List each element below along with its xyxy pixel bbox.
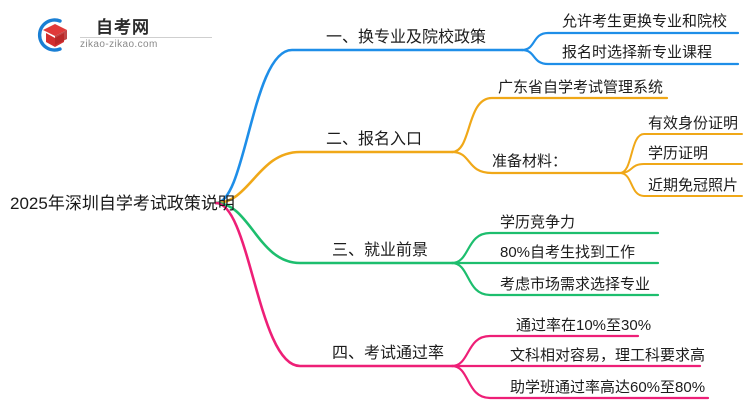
leaf-node-3-2[interactable]: 80%自考生找到工作 — [500, 244, 636, 261]
leaf-node-4-2[interactable]: 文科相对容易，理工科要求高 — [510, 347, 706, 364]
connector-branch-4 — [214, 201, 710, 400]
leaf-node-3-1[interactable]: 学历竞争力 — [500, 214, 576, 231]
leaf-node-3-3[interactable]: 考虑市场需求选择专业 — [500, 276, 651, 293]
logo-domain: zikao-zikao.com — [80, 39, 158, 50]
mindmap-root-node[interactable]: 2025年深圳自学考试政策说明 — [10, 194, 235, 213]
sub-node-2-2-2[interactable]: 学历证明 — [648, 145, 709, 162]
connector-branch-2 — [214, 96, 743, 205]
leaf-node-1-1[interactable]: 允许考生更换专业和院校 — [562, 13, 728, 30]
branch-node-3[interactable]: 三、就业前景 — [332, 242, 429, 259]
leaf-node-2-1[interactable]: 广东省自学考试管理系统 — [498, 79, 664, 96]
sub-node-2-2-1[interactable]: 有效身份证明 — [648, 115, 739, 132]
connector-branch-1 — [214, 31, 740, 205]
leaf-node-1-2[interactable]: 报名时选择新专业课程 — [562, 44, 713, 61]
logo-title: 自考网 — [96, 18, 150, 37]
logo-divider — [80, 37, 212, 38]
leaf-node-4-3[interactable]: 助学班通过率高达60%至80% — [510, 379, 706, 396]
sub-node-2-2-3[interactable]: 近期免冠照片 — [648, 177, 739, 194]
branch-node-1[interactable]: 一、换专业及院校政策 — [326, 29, 487, 46]
branch-node-4[interactable]: 四、考试通过率 — [332, 345, 445, 362]
logo-text: 自考网 zikao-zikao.com — [80, 12, 220, 56]
leaf-node-4-1[interactable]: 通过率在10%至30% — [516, 317, 652, 334]
branch-node-2[interactable]: 二、报名入口 — [326, 131, 423, 148]
logo-mark-icon — [30, 14, 74, 56]
leaf-node-2-2[interactable]: 准备材料： — [492, 153, 568, 170]
site-logo[interactable]: 自考网 zikao-zikao.com — [30, 12, 220, 58]
connector-branch-3 — [214, 201, 660, 297]
